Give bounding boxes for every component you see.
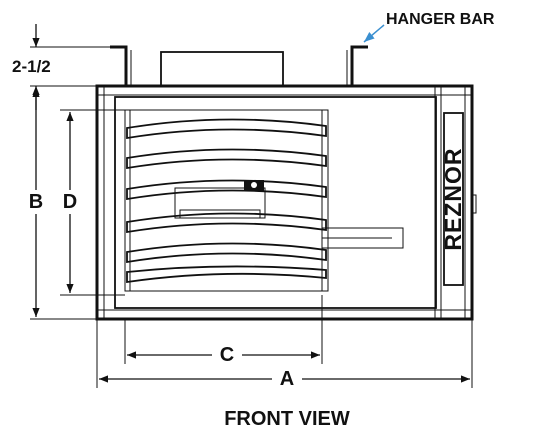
louver-blade (126, 212, 327, 234)
dimension-a: A (96, 319, 473, 390)
dimension-b: B (29, 88, 97, 320)
cabinet-outline (95, 84, 477, 321)
louver-blade (126, 118, 327, 140)
louver-blade (126, 179, 327, 201)
deflector-plate (321, 227, 404, 249)
hanger-bar-left (110, 45, 132, 86)
brand-panel: REZNOR (440, 112, 466, 286)
louver-blade (126, 148, 327, 170)
louver-assembly (124, 109, 404, 292)
view-title: FRONT VIEW (224, 408, 350, 430)
dimension-d: D (60, 109, 125, 296)
dimension-c: C (124, 295, 323, 366)
louver-blade (126, 265, 327, 284)
hanger-bar-callout: HANGER BAR (363, 11, 495, 43)
dimension-label-b: B (29, 191, 43, 213)
hanger-bar-right (346, 45, 368, 86)
dimension-label-d: D (63, 191, 77, 213)
dimension-2-1-2: 2-1/2 (12, 24, 110, 110)
brand-logo: REZNOR (440, 147, 466, 250)
dimension-label-a: A (280, 368, 294, 390)
louver-blade (126, 242, 327, 264)
dimension-label-c: C (220, 344, 234, 366)
hanger-bar-label: HANGER BAR (386, 11, 495, 28)
dimension-label-2-1-2: 2-1/2 (12, 57, 51, 76)
top-vent-box (160, 51, 284, 87)
louver-knob (244, 180, 264, 191)
